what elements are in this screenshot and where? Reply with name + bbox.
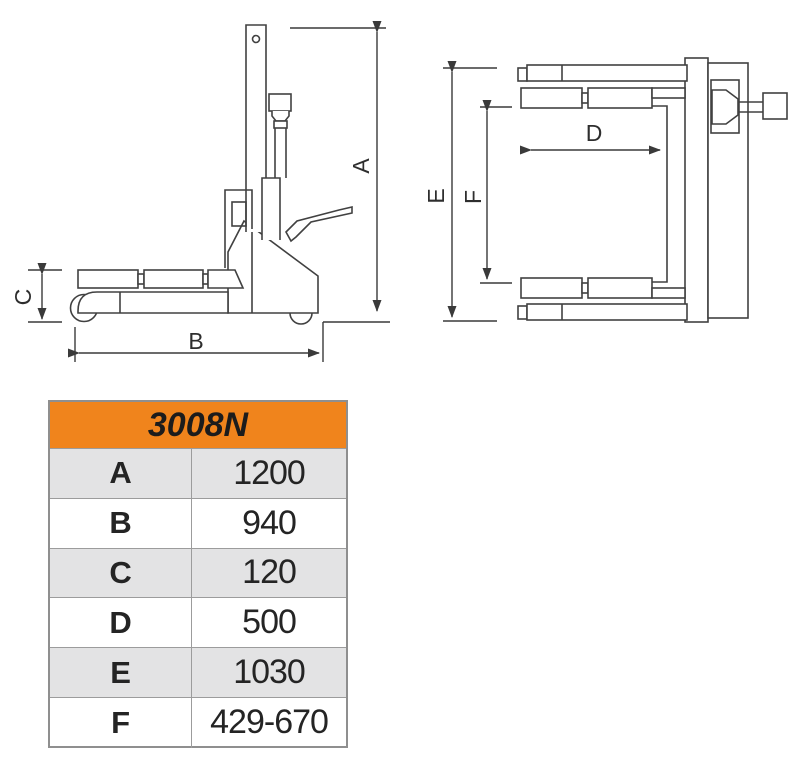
top-view-drawing: D E F [423,57,788,323]
mast-hole [251,34,261,44]
dimension-a-label: A [348,158,374,174]
bottom-leg [517,303,688,321]
dimension-value: 940 [242,503,297,542]
table-row: C 120 [50,548,346,599]
pump-handle [285,205,353,243]
tiller-handle [710,79,788,134]
side-view-drawing: A B C [10,21,390,362]
bottom-rollers [520,277,686,299]
dimension-value: 429-670 [210,703,329,742]
dimension-value: 1200 [233,453,306,492]
dimension-d-label: D [586,120,603,146]
dimension-letter: E [50,648,193,697]
dimension-letter: C [50,548,193,598]
spec-table-header: 3008N [50,402,346,449]
handle-knob [762,92,788,120]
leg-frame [77,291,229,314]
dimension-diagrams: A B C [10,21,788,362]
dimension-a: A [290,21,390,362]
dimension-e-label: E [423,188,449,203]
top-leg [517,64,688,82]
fork-rollers [77,269,245,289]
dimension-letter: B [50,498,193,548]
spec-table: 3008N A 1200 B 940 C 120 D 500 E 1030 F … [48,400,348,748]
table-row: B 940 [50,498,346,549]
table-row: F 429-670 [50,697,346,748]
dimension-c-label: C [10,289,36,306]
dimension-b: B [68,327,320,362]
adjustable-yoke [652,105,668,283]
dimension-f-label: F [460,190,486,204]
dimension-f: F [460,100,512,284]
dimension-e: E [423,61,497,322]
table-row: E 1030 [50,648,346,698]
dimension-value: 1030 [233,653,306,692]
dimension-d: D [520,120,661,155]
table-row: A 1200 [50,449,346,499]
top-rollers [520,87,686,109]
dimension-c: C [10,263,62,323]
dimension-value: 500 [242,603,297,642]
fork-carriage [224,189,253,268]
table-row: D 500 [50,598,346,649]
dimension-letter: D [50,598,193,648]
dimension-letter: A [50,449,193,498]
dimension-b-label: B [188,328,203,354]
mast-crossmember [684,57,709,323]
dimension-letter: F [50,697,193,748]
dimension-value: 120 [242,553,297,592]
stacker-body [227,219,319,314]
mast [245,24,267,232]
rear-wheel [289,312,313,325]
hydraulic-cylinder [261,93,292,240]
